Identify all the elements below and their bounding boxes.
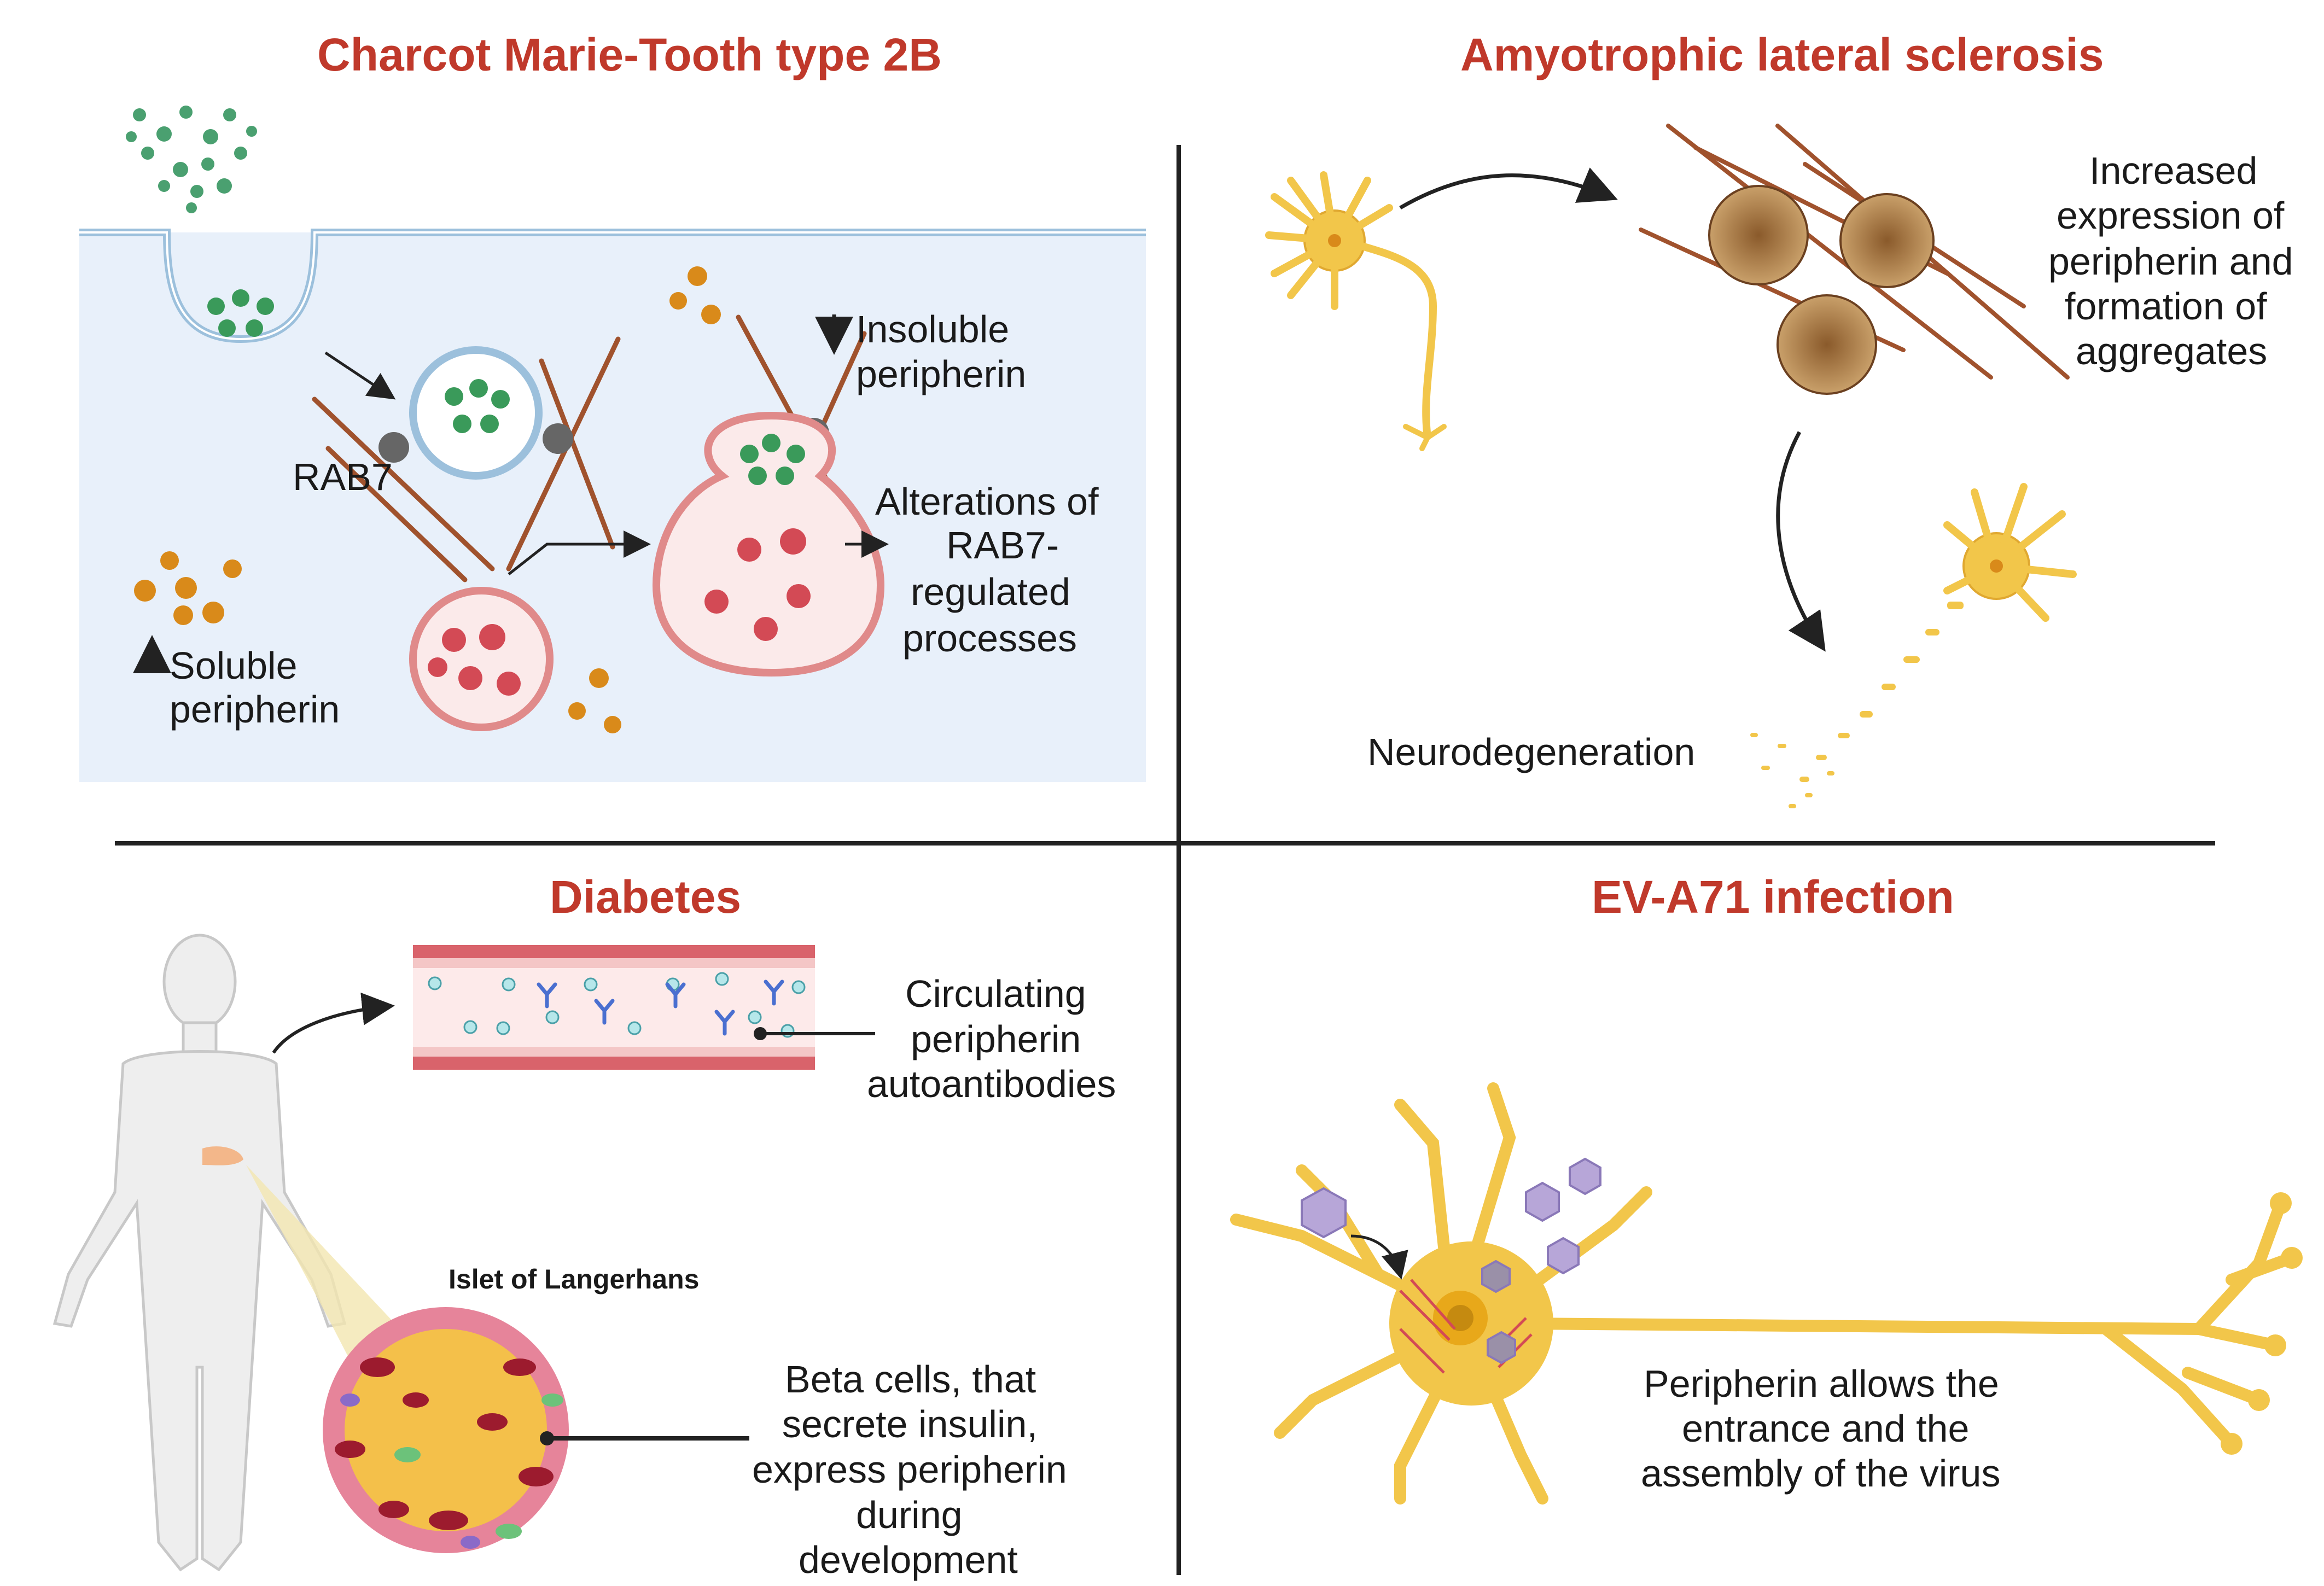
insoluble-label-line2: peripherin [856, 353, 1027, 395]
diabetes-panel-title: Diabetes [550, 871, 742, 923]
peripherin-virus-label-line3: assembly of the virus [1641, 1452, 2001, 1495]
beta-cells-label-line1: Beta cells, that [785, 1358, 1036, 1401]
circulating-label-line2: peripherin [911, 1018, 1081, 1060]
increased-label-line5: aggregates [2076, 330, 2268, 372]
cmt-panel-title: Charcot Marie-Tooth type 2B [317, 29, 942, 80]
increased-label-line2: expression of [2057, 194, 2285, 237]
circulating-label-line3: autoantibodies [867, 1063, 1116, 1105]
insoluble-label-line1: Insoluble [856, 308, 1010, 351]
beta-cells-label-line3: express peripherin [752, 1448, 1067, 1491]
ev-illustration [1230, 1082, 2303, 1505]
peripherin-virus-label-line1: Peripherin allows the [1644, 1362, 1999, 1405]
rab7-label: RAB7 [293, 456, 393, 498]
islet-label: Islet of Langerhans [449, 1264, 700, 1295]
soluble-label-line1: Soluble [170, 644, 298, 687]
diabetes-illustration [53, 934, 875, 1572]
circulating-label-line1: Circulating [905, 972, 1086, 1015]
alterations-label-line4: processes [902, 617, 1077, 660]
beta-cells-label-line5: development [799, 1538, 1018, 1581]
cmt-cell-illustration [79, 106, 1146, 782]
beta-cells-label-line2: secrete insulin, [782, 1403, 1038, 1445]
soluble-label-line2: peripherin [170, 688, 340, 731]
beta-cells-label-line4: during [856, 1494, 963, 1536]
alterations-label-line1: Alterations of [875, 480, 1099, 523]
increased-label-line1: Increased [2089, 149, 2258, 192]
alterations-label-line2: RAB7- [946, 524, 1059, 567]
als-illustration [1265, 124, 2077, 808]
neurodegeneration-label: Neurodegeneration [1367, 731, 1696, 773]
increased-label-line3: peripherin and [2048, 240, 2293, 283]
als-panel-title: Amyotrophic lateral sclerosis [1460, 29, 2104, 80]
alterations-label-line3: regulated [911, 570, 1070, 613]
increased-label-line4: formation of [2065, 285, 2267, 328]
ev-panel-title: EV-A71 infection [1592, 871, 1954, 923]
peripherin-virus-label-line2: entrance and the [1682, 1407, 1970, 1450]
